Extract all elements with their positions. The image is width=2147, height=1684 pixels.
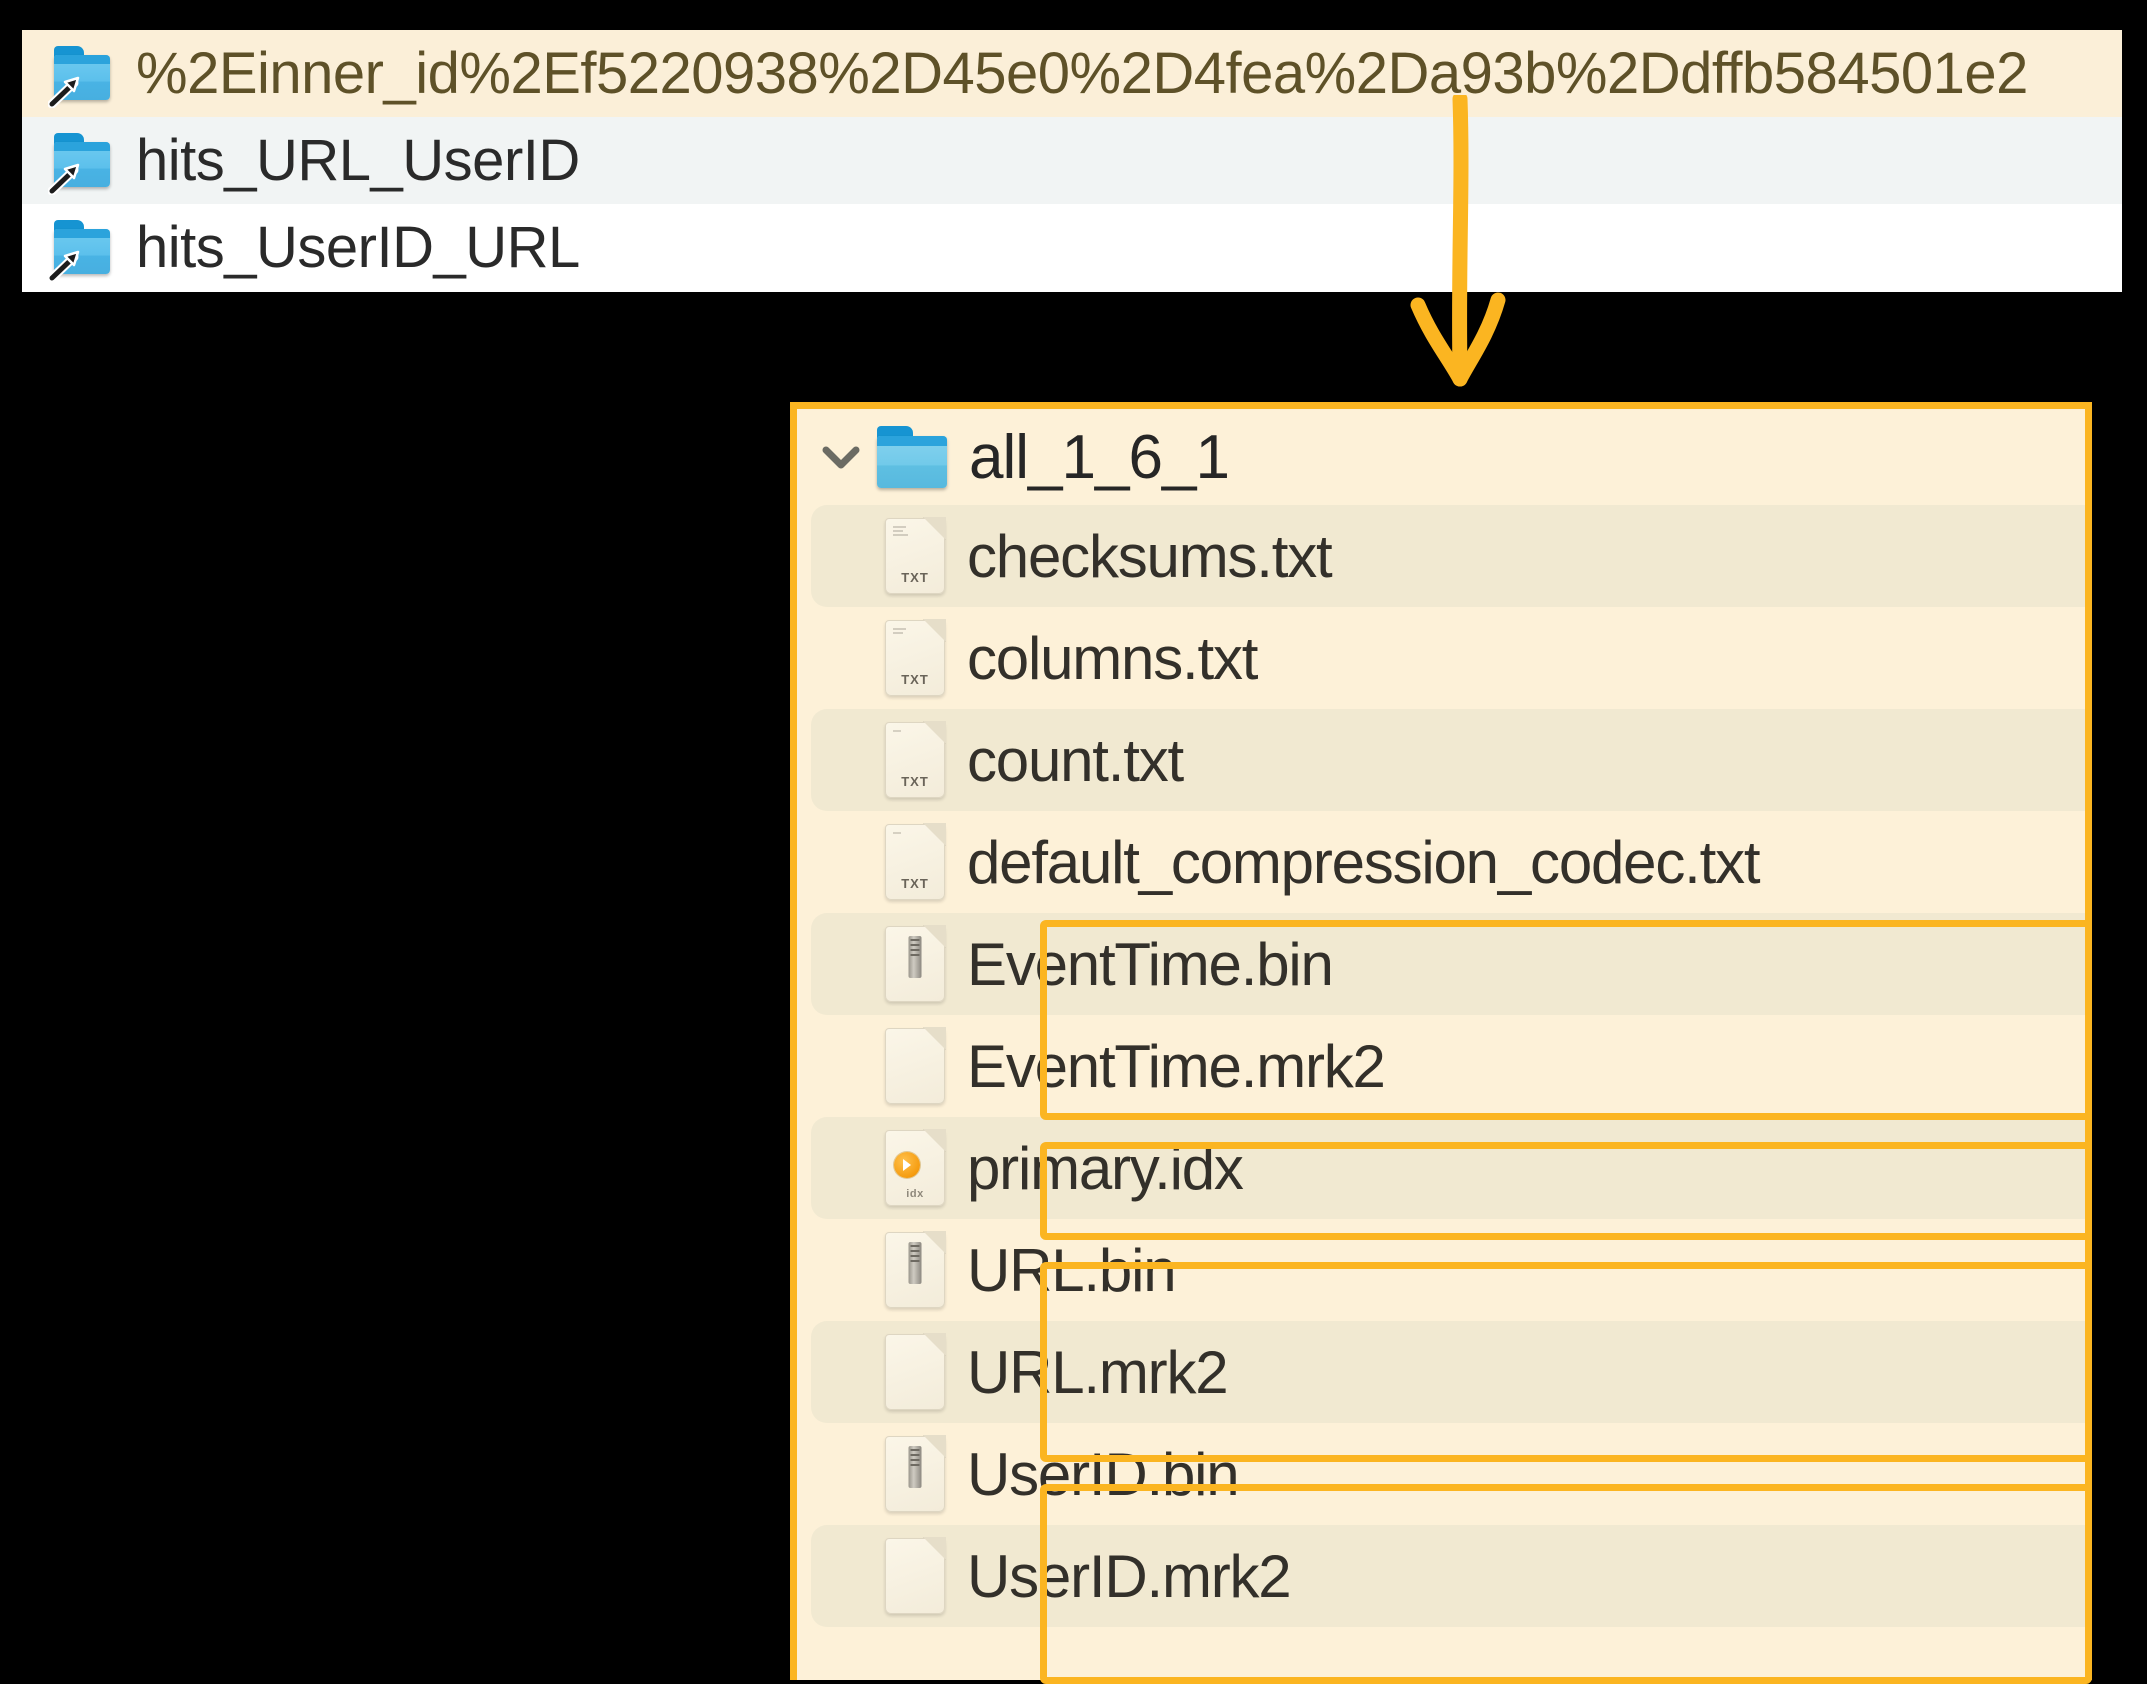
text-file-icon: TXT (885, 721, 946, 798)
file-type-tag: TXT (901, 876, 929, 891)
text-file-icon: TXT (885, 823, 946, 900)
symlink-folder-list[interactable]: %2Einner_id%2Ef5220938%2D45e0%2D4fea%2Da… (22, 30, 2122, 292)
doc-lines-icon (893, 526, 908, 536)
index-file-icon: idx (885, 1129, 946, 1206)
file-type-tag: TXT (901, 672, 929, 687)
folder-symlink-icon (48, 219, 114, 282)
file-row[interactable]: TXT columns.txt (797, 607, 2085, 709)
file-name: columns.txt (967, 624, 1258, 692)
file-name: UserID.bin (967, 1440, 1240, 1508)
chevron-down-icon[interactable] (815, 431, 867, 483)
file-name: UserID.mrk2 (967, 1542, 1292, 1610)
blank-file-icon (885, 1537, 946, 1614)
binary-file-icon (885, 925, 946, 1002)
file-type-tag: idx (906, 1188, 924, 1200)
file-name: default_compression_codec.txt (967, 828, 1761, 896)
file-row[interactable]: UserID.bin (797, 1423, 2085, 1525)
file-row[interactable]: EventTime.bin (797, 913, 2085, 1015)
blank-file-icon (885, 1333, 946, 1410)
file-row[interactable]: URL.bin (797, 1219, 2085, 1321)
doc-lines-icon (893, 832, 901, 834)
list-item[interactable]: hits_UserID_URL (22, 204, 2122, 291)
doc-lines-icon (893, 730, 901, 732)
blank-file-icon (885, 1027, 946, 1104)
folder-icon (875, 426, 949, 488)
shortcut-arrow-icon (48, 250, 80, 282)
folder-symlink-icon (48, 132, 114, 195)
binary-file-icon (885, 1435, 946, 1512)
list-item-label: %2Einner_id%2Ef5220938%2D45e0%2D4fea%2Da… (136, 41, 2028, 106)
down-arrow-annotation-icon (1410, 95, 1506, 387)
file-row[interactable]: EventTime.mrk2 (797, 1015, 2085, 1117)
file-row[interactable]: TXT count.txt (797, 709, 2085, 811)
file-row[interactable]: UserID.mrk2 (797, 1525, 2085, 1627)
directory-contents-panel[interactable]: all_1_6_1 TXT checksums.txt TXT co (790, 402, 2092, 1680)
file-name: EventTime.bin (967, 930, 1334, 998)
text-file-icon: TXT (885, 517, 946, 594)
file-type-tag: TXT (901, 774, 929, 789)
file-name: URL.mrk2 (967, 1338, 1229, 1406)
folder-symlink-icon (48, 45, 114, 108)
file-row[interactable]: TXT checksums.txt (797, 505, 2085, 607)
text-file-icon: TXT (885, 619, 946, 696)
file-list[interactable]: TXT checksums.txt TXT columns.txt TX (797, 505, 2085, 1627)
file-type-tag: TXT (901, 570, 929, 585)
file-name: checksums.txt (967, 522, 1333, 590)
directory-header-row[interactable]: all_1_6_1 (797, 409, 2085, 505)
file-name: primary.idx (967, 1134, 1244, 1202)
file-row[interactable]: idx primary.idx (797, 1117, 2085, 1219)
list-item-label: hits_URL_UserID (136, 128, 580, 193)
file-row[interactable]: TXT default_compression_codec.txt (797, 811, 2085, 913)
doc-lines-icon (893, 628, 906, 634)
list-item-label: hits_UserID_URL (136, 215, 580, 280)
shortcut-arrow-icon (48, 163, 80, 195)
file-name: URL.bin (967, 1236, 1177, 1304)
list-item[interactable]: hits_URL_UserID (22, 117, 2122, 204)
file-name: count.txt (967, 726, 1184, 794)
file-row[interactable]: URL.mrk2 (797, 1321, 2085, 1423)
directory-name: all_1_6_1 (969, 422, 1230, 492)
file-name: EventTime.mrk2 (967, 1032, 1386, 1100)
binary-file-icon (885, 1231, 946, 1308)
list-item[interactable]: %2Einner_id%2Ef5220938%2D45e0%2D4fea%2Da… (22, 30, 2122, 117)
shortcut-arrow-icon (48, 76, 80, 108)
